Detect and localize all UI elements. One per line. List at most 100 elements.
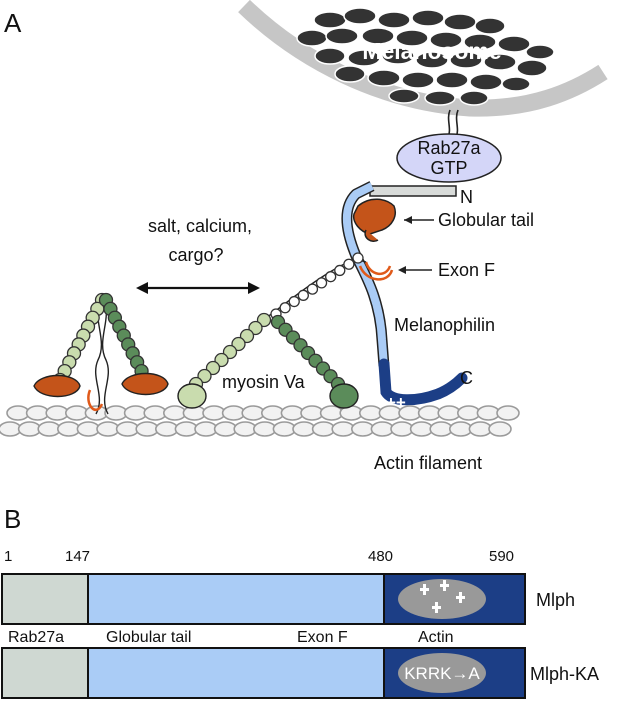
actin-bead — [448, 421, 473, 437]
actin-bead — [370, 421, 395, 437]
actin-bead — [476, 405, 501, 421]
mlph-ka-rab27a-domain — [1, 647, 89, 699]
actin-bead — [300, 405, 324, 421]
melanosome-granules — [296, 7, 555, 106]
actin-bead — [37, 421, 62, 437]
actin-bead — [398, 405, 422, 421]
exon-f-loop — [358, 261, 394, 281]
actin-bead — [456, 405, 481, 421]
actin-bead — [280, 405, 305, 421]
domain-label-exon-f: Exon F — [297, 629, 348, 646]
coiled-coil-bead — [297, 289, 309, 301]
rab27a-label: Rab27a — [417, 138, 481, 158]
actin-bead — [135, 421, 159, 437]
actin-bead — [163, 405, 187, 421]
actin-bead — [272, 421, 297, 437]
panel-a-letter: A — [4, 8, 22, 38]
folded-stalk-strand — [101, 299, 110, 415]
condition-line-2: cargo? — [168, 245, 223, 265]
coiled-coil-bead — [343, 258, 355, 270]
mutation-label: KRRK→A — [404, 664, 480, 683]
actin-bead — [213, 421, 238, 437]
actin-bead — [409, 421, 434, 437]
n-terminus-label: N — [460, 187, 473, 207]
actin-bead — [488, 421, 512, 437]
actin-bead — [292, 421, 316, 437]
actin-bead — [429, 421, 454, 437]
coiled-coil-bead — [306, 283, 319, 295]
actin-bead — [260, 405, 285, 421]
actin-bead — [202, 405, 226, 421]
mlph-ka-middle-domain — [87, 647, 385, 699]
coiled-coil-bead — [352, 252, 364, 264]
melanophilin-rab27a-domain — [369, 185, 457, 197]
globular-tail-domain — [121, 372, 169, 396]
actin-filament-label: Actin filament — [374, 453, 482, 473]
globular-tail-domain — [33, 374, 81, 398]
actin-bead — [25, 405, 50, 421]
actin-bead — [221, 405, 246, 421]
exon-f-label: Exon F — [438, 260, 495, 280]
actin-bead — [241, 405, 265, 421]
mlph-label: Mlph — [536, 590, 575, 610]
actin-bead — [65, 405, 89, 421]
myosin-globular-tail — [352, 198, 396, 242]
c-terminus-label: C — [460, 368, 473, 388]
gtp-label: GTP — [430, 158, 467, 178]
melanosome-membrane — [238, 0, 608, 117]
domain-label-rab27a: Rab27a — [8, 629, 64, 646]
actin-bead — [96, 421, 120, 437]
actin-bead — [319, 405, 344, 421]
actin-bead — [115, 421, 140, 437]
melanosome-label: Melanosome — [362, 38, 501, 64]
actin-bead — [311, 421, 336, 437]
actin-bead — [331, 421, 356, 437]
rab27a-oval — [396, 133, 502, 183]
coiled-coil-bead — [325, 271, 337, 283]
myosin-extended — [177, 252, 367, 409]
actin-bead — [104, 405, 128, 421]
domain-label-globular-tail: Globular tail — [106, 629, 191, 646]
residue-147: 147 — [65, 548, 90, 565]
globular-tail-arrowhead — [404, 216, 412, 224]
domain-label-actin: Actin — [418, 629, 454, 646]
actin-bead — [6, 405, 30, 421]
globular-tail-label: Globular tail — [438, 210, 534, 230]
mlph-ka-construct — [1, 647, 526, 699]
actin-bead — [45, 405, 70, 421]
actin-bead — [155, 421, 179, 437]
residue-480: 480 — [368, 548, 393, 565]
mlph-construct — [1, 573, 526, 625]
mlph-ka-label: Mlph-KA — [530, 664, 599, 684]
residue-590: 590 — [489, 548, 514, 565]
actin-bead — [174, 421, 199, 437]
actin-bead — [57, 421, 81, 437]
actin-bead — [437, 405, 462, 421]
residue-1: 1 — [4, 548, 12, 565]
actin-bead — [358, 405, 383, 421]
melanophilin-actin-domain — [378, 358, 468, 406]
motor-head — [329, 383, 359, 409]
actin-filament — [0, 405, 520, 437]
actin-bead — [417, 405, 442, 421]
mlph-middle-domain — [87, 573, 385, 625]
coiled-coil-bead — [315, 277, 328, 289]
melanophilin-label: Melanophilin — [394, 315, 495, 335]
actin-bead — [143, 405, 167, 421]
actin-bead — [350, 421, 375, 437]
myosin-folded — [33, 292, 169, 415]
actin-bead — [233, 421, 257, 437]
actin-bead — [496, 405, 520, 421]
coiled-coil-bead — [279, 302, 291, 314]
mlph-rab27a-domain — [1, 573, 89, 625]
mlph-ka-oval — [398, 653, 486, 693]
actin-bead — [123, 405, 148, 421]
myosin-va-label: myosin Va — [222, 372, 306, 392]
coiled-coil-bead — [334, 264, 346, 277]
exon-f-loop-folded — [87, 389, 104, 411]
actin-bead — [390, 421, 414, 437]
actin-bead — [378, 405, 403, 421]
actin-bead — [17, 421, 42, 437]
actin-bead — [252, 421, 277, 437]
